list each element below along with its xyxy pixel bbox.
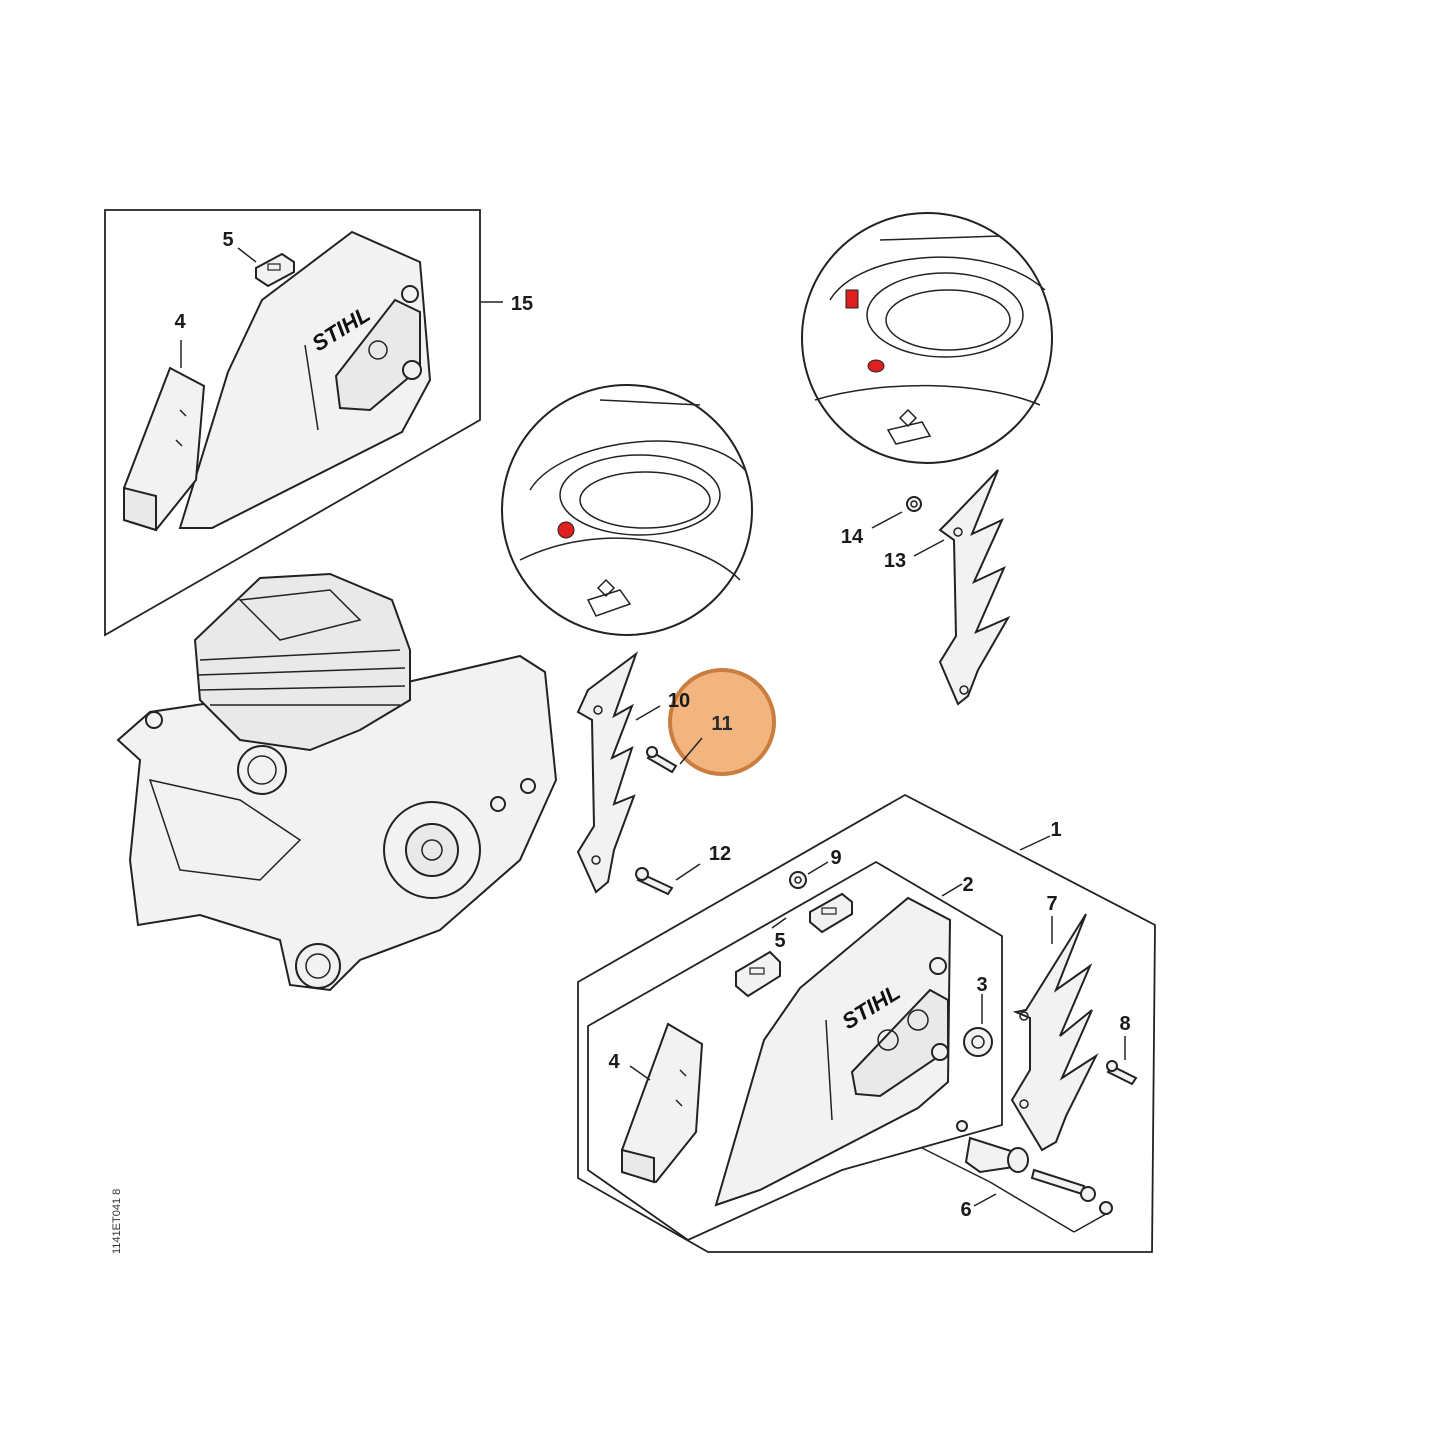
callout-4-bottom: 4 bbox=[608, 1051, 620, 1073]
sprocket-cover-bottom[interactable]: STIHL bbox=[714, 896, 952, 1207]
callout-7: 7 bbox=[1046, 893, 1057, 915]
part-8-screw[interactable] bbox=[1106, 1060, 1138, 1086]
detail-circle-right bbox=[801, 212, 1053, 464]
callout-13: 13 bbox=[884, 550, 906, 572]
part-5-top[interactable] bbox=[255, 252, 295, 288]
part-3-nut[interactable] bbox=[963, 1027, 993, 1057]
accent-marker-right-2 bbox=[867, 359, 885, 373]
callout-9: 9 bbox=[830, 847, 841, 869]
callout-14: 14 bbox=[841, 526, 864, 548]
part-13-bumper-spike[interactable] bbox=[938, 469, 1011, 706]
callout-10: 10 bbox=[668, 690, 690, 712]
group-2-frame bbox=[587, 860, 1003, 1242]
accent-marker-right-1 bbox=[845, 289, 859, 309]
callout-4-top: 4 bbox=[174, 311, 186, 333]
power-head[interactable] bbox=[116, 572, 558, 992]
callout-8: 8 bbox=[1119, 1013, 1130, 1035]
highlight-part-11 bbox=[668, 668, 776, 776]
detail-circle-center bbox=[501, 384, 753, 636]
sprocket-cover-top[interactable]: STIHL bbox=[178, 230, 432, 529]
callout-15: 15 bbox=[511, 293, 533, 315]
group-1-frame bbox=[577, 793, 1156, 1253]
part-5-bottom-a[interactable] bbox=[809, 892, 853, 934]
accent-marker-center bbox=[557, 521, 575, 539]
callout-5-bottom: 5 bbox=[774, 930, 785, 952]
part-7-bumper-spike[interactable] bbox=[1010, 913, 1099, 1152]
group-15-frame bbox=[104, 209, 503, 637]
part-4-top[interactable] bbox=[123, 366, 206, 532]
callout-1: 1 bbox=[1050, 819, 1061, 841]
callout-2: 2 bbox=[962, 874, 973, 896]
callout-5-top: 5 bbox=[222, 229, 233, 251]
callout-3: 3 bbox=[976, 974, 987, 996]
callout-11: 11 bbox=[711, 713, 732, 735]
callout-6: 6 bbox=[960, 1199, 971, 1221]
part-5-bottom-b[interactable] bbox=[735, 950, 781, 998]
part-4-bottom[interactable] bbox=[621, 1022, 704, 1184]
part-9-nut[interactable] bbox=[789, 871, 807, 889]
callout-12: 12 bbox=[709, 843, 731, 865]
part-11-screw[interactable] bbox=[646, 746, 678, 774]
part-6-tensioner[interactable] bbox=[921, 1120, 1113, 1233]
part-10-bumper-spike[interactable] bbox=[576, 651, 639, 894]
reference-code: 1141ET041 8 bbox=[111, 1189, 123, 1254]
part-12-screw[interactable] bbox=[635, 867, 674, 896]
part-14-nut[interactable] bbox=[906, 496, 922, 512]
